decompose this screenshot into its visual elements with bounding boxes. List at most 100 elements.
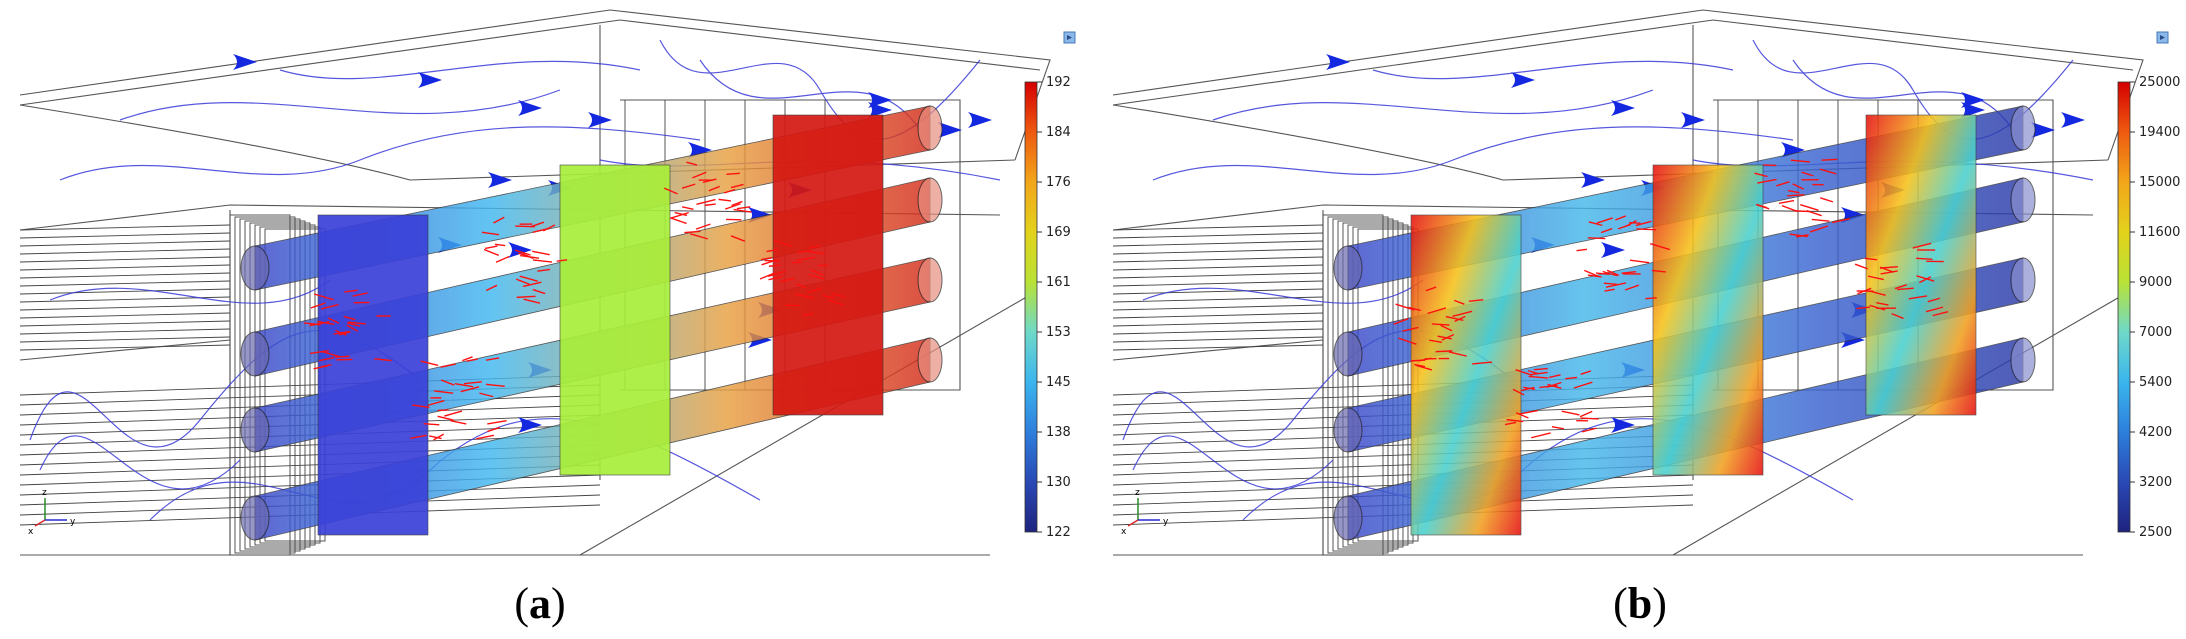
flow-vector (1649, 242, 1670, 251)
flow-vector (1869, 304, 1886, 311)
flow-arrow (1961, 92, 1985, 108)
flow-vector (669, 211, 689, 219)
flow-vector (348, 321, 366, 325)
wire-line (1112, 288, 1324, 295)
flow-vector (733, 208, 752, 213)
axis-x-label: x (28, 527, 34, 537)
wire-line (1112, 240, 1324, 247)
flow-vector (1606, 269, 1620, 276)
flow-vector (310, 302, 326, 309)
tube-end (240, 407, 270, 453)
flow-vector (708, 185, 720, 192)
flow-vector (444, 410, 463, 417)
axis-z-label: z (42, 488, 47, 498)
red-vectors (1393, 158, 1949, 439)
colorbar-ticks: 2500019400150001160090007000540042003200… (2130, 75, 2180, 540)
flow-vector (1408, 306, 1421, 312)
flow-vector (1621, 270, 1637, 274)
flow-vector (494, 243, 506, 247)
corner-widget-icon[interactable] (1063, 31, 1076, 44)
flow-vector (487, 419, 507, 425)
flow-vector (692, 171, 707, 179)
flow-vector (318, 356, 334, 362)
wire-line (1112, 320, 1324, 327)
flow-vector (327, 317, 340, 324)
flow-vector (519, 275, 538, 282)
flow-arrow (1611, 100, 1635, 116)
flow-vector (433, 433, 445, 441)
flow-vector (1576, 248, 1588, 252)
flow-vector (807, 250, 825, 255)
flow-vector (1546, 381, 1562, 388)
flow-vector (1624, 284, 1640, 291)
flow-vector (515, 225, 535, 228)
flow-vector (1754, 172, 1768, 178)
flow-vector (724, 203, 741, 210)
flow-vector (1454, 299, 1465, 305)
colorbar-tick-label: 130 (1046, 475, 1071, 490)
flow-vector (1787, 194, 1805, 197)
axis-triad: z y x (1121, 488, 1169, 537)
flow-vector (730, 183, 744, 189)
colorbar: 2500019400150001160090007000540042003200… (2117, 75, 2180, 540)
flow-vector (1919, 276, 1932, 284)
wire-line (19, 264, 231, 271)
flow-vector (1549, 374, 1561, 379)
flow-arrow (2061, 112, 2085, 128)
flow-vector (1801, 171, 1814, 177)
flow-vector (809, 273, 825, 280)
flow-vector (303, 322, 321, 326)
flow-arrow (518, 100, 542, 116)
flow-vector (1579, 410, 1593, 418)
flow-vector (806, 287, 823, 294)
tube-end (240, 495, 270, 541)
flow-vector (1565, 376, 1578, 380)
flow-vector (1897, 287, 1914, 291)
flow-vector (1454, 315, 1466, 323)
flow-vector (321, 350, 341, 358)
flow-vector (827, 299, 844, 306)
flow-vector (495, 255, 510, 263)
wire-frame-box (249, 222, 311, 548)
wire-line (1112, 336, 1324, 343)
colorbar-tick-label: 145 (1046, 375, 1071, 390)
flow-vector (532, 250, 550, 256)
flow-vector (532, 227, 550, 234)
colorbar-tick-label: 15000 (2139, 175, 2180, 190)
flow-vector (523, 298, 541, 304)
caption-a-letter: a (529, 579, 551, 628)
flow-vector (437, 415, 454, 421)
simulation-view-b: z y x 2500019400150001160090007000540042… (1112, 9, 2180, 556)
flow-vector (1916, 257, 1933, 260)
flow-vector (493, 216, 505, 224)
flow-vector (440, 363, 456, 368)
flow-vector (485, 284, 498, 292)
colorbar-tick-label: 19400 (2139, 125, 2180, 140)
flow-vector (1587, 274, 1602, 278)
flow-vector (684, 230, 701, 234)
flow-vector (423, 422, 440, 426)
flow-vector (1776, 181, 1790, 187)
flow-vector (1448, 351, 1467, 357)
axis-x-label: x (1121, 527, 1127, 537)
flow-vector (1441, 333, 1455, 341)
flow-vector (704, 203, 716, 207)
flow-vector (690, 233, 708, 240)
flow-vector (1629, 221, 1641, 224)
flow-vector (663, 187, 678, 195)
flow-vector (1588, 221, 1603, 227)
tube-end (917, 105, 943, 151)
tube-end (917, 257, 943, 303)
flow-vector (1604, 288, 1615, 292)
flow-vector (1894, 284, 1907, 290)
corner-widget-icon[interactable] (2156, 31, 2169, 44)
flow-vector (344, 289, 358, 293)
flow-arrow (1681, 112, 1705, 128)
flow-vector (1651, 269, 1666, 273)
flow-vector (1435, 350, 1453, 353)
fin-plates (1410, 114, 1977, 536)
wire-line (19, 328, 231, 335)
